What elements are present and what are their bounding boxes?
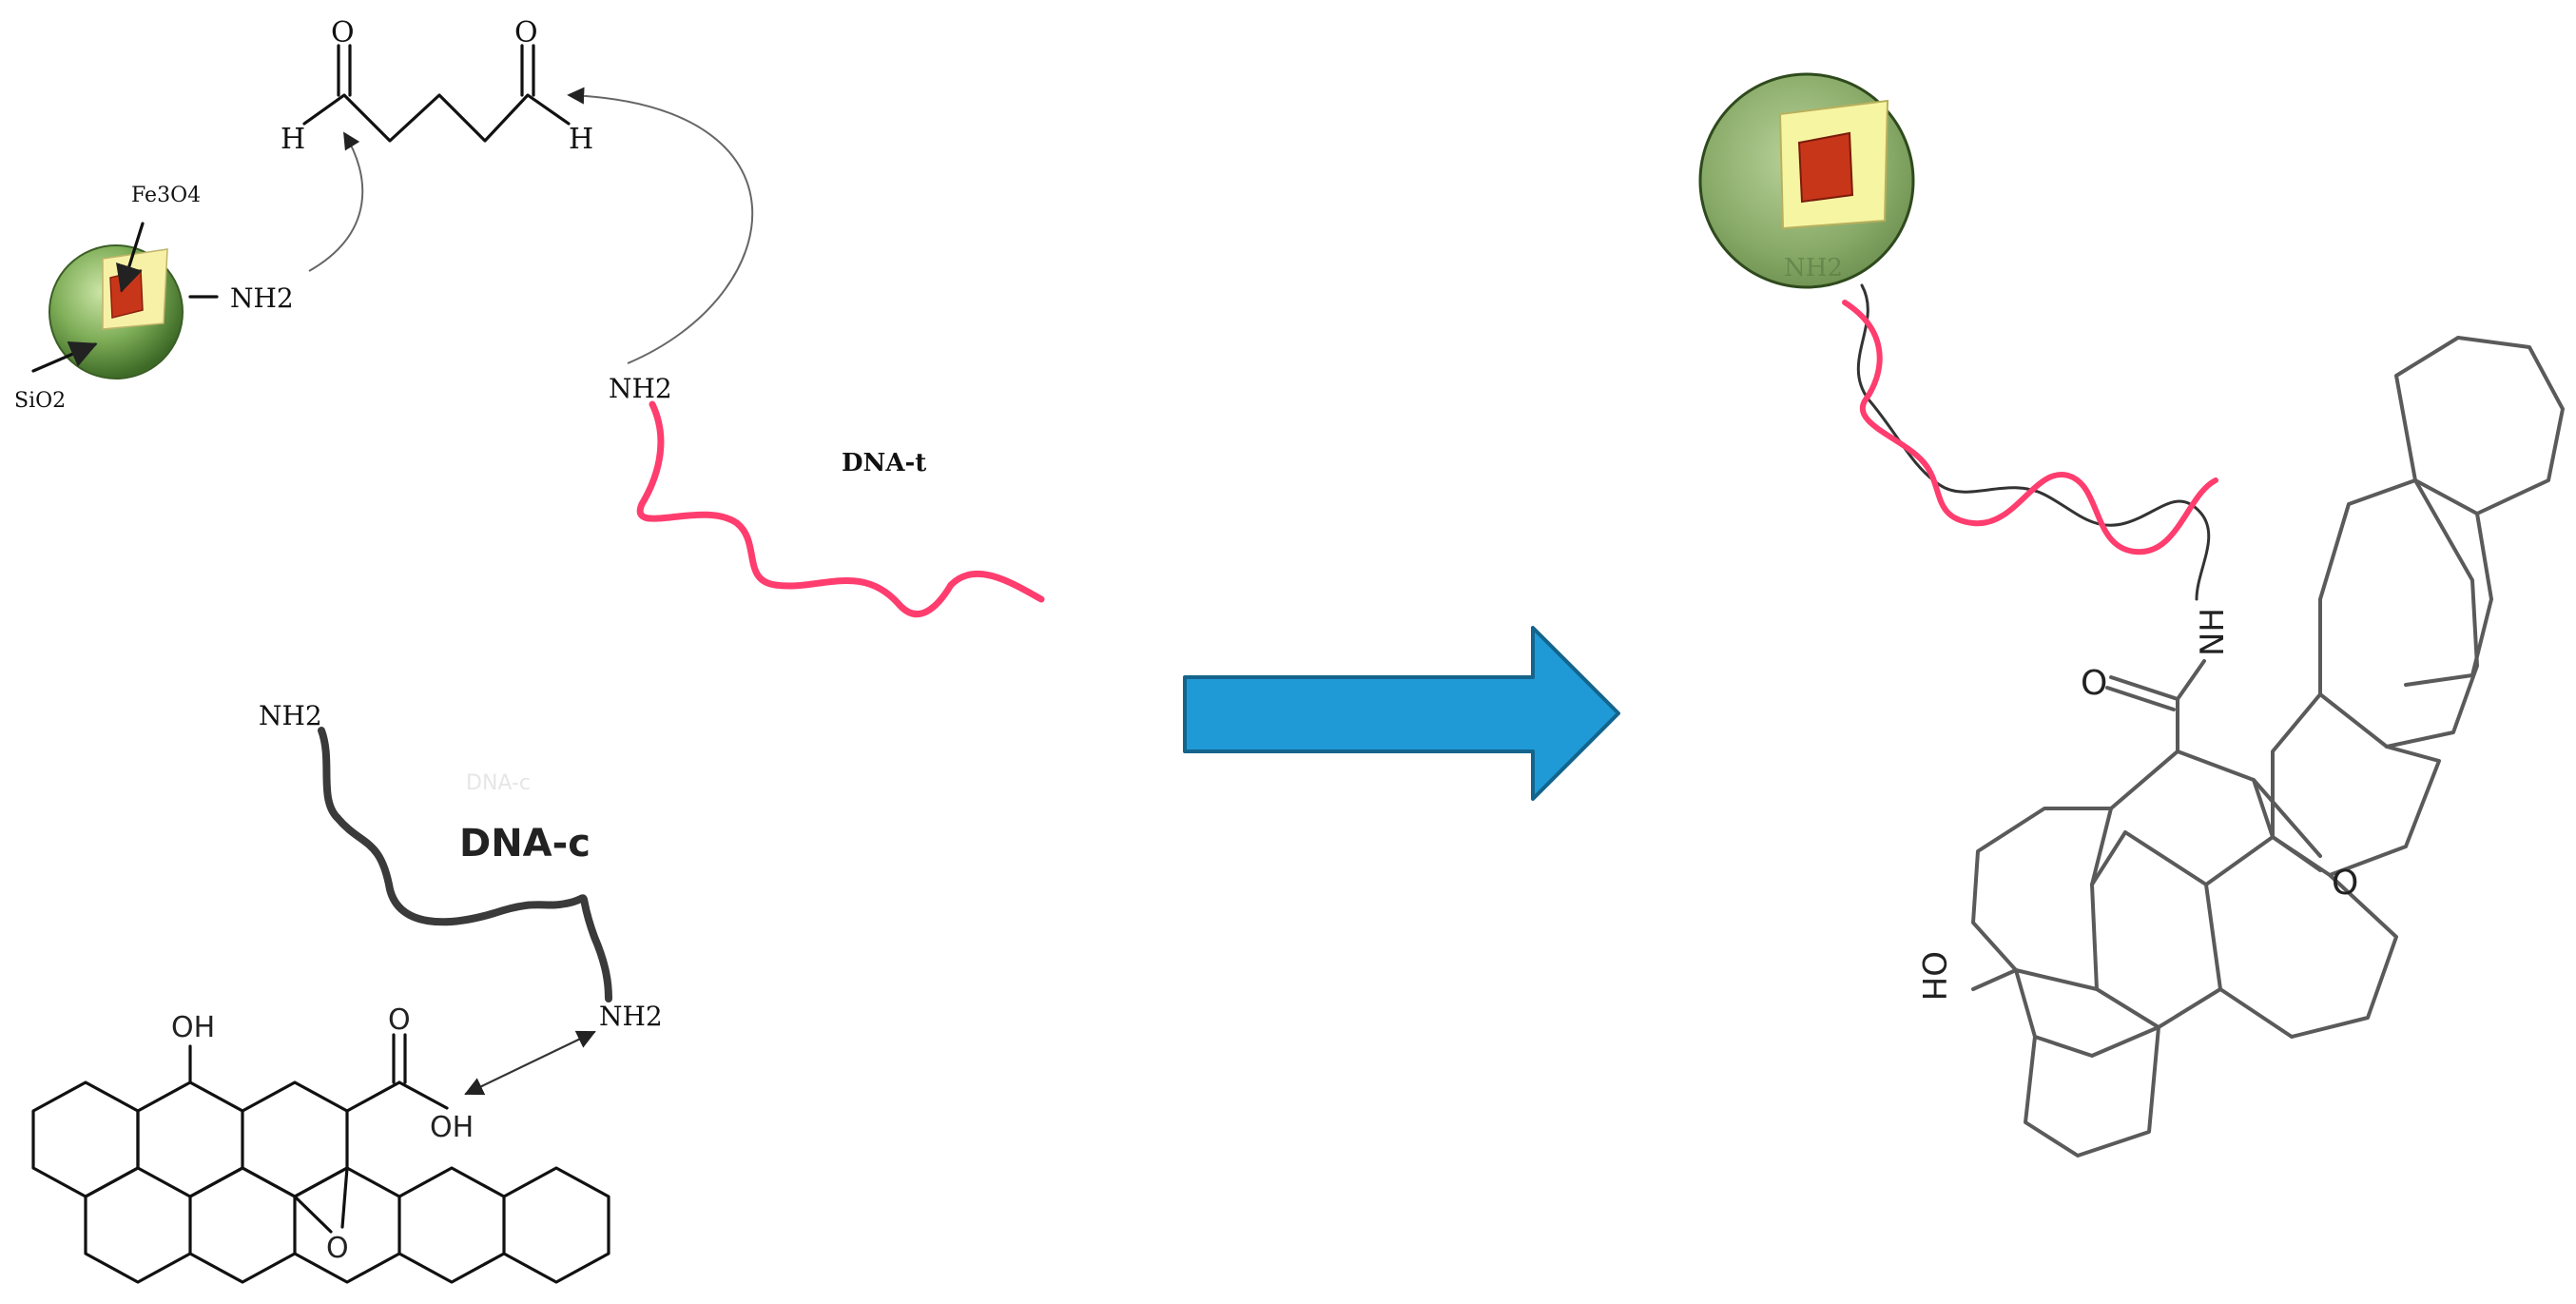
product-oh-label: OH — [1914, 951, 1952, 1001]
prod-ring-5 — [2204, 835, 2398, 1039]
go-left-carboxyl-oh-label: OH — [430, 1111, 474, 1144]
dna-t-label: DNA-t — [842, 449, 926, 477]
go-sheet-left-ring-b — [241, 1080, 349, 1198]
left-aldehyde-o: O — [331, 16, 355, 49]
dna-c-label: DNA-c — [459, 822, 591, 866]
sio2-label: SiO2 — [14, 389, 66, 413]
carboxyl-bond — [345, 1080, 401, 1113]
sio2-pointer — [31, 341, 98, 373]
left-aldehyde-h: H — [281, 123, 305, 156]
coupling-arrow — [464, 1030, 596, 1096]
dna-target-strand — [636, 400, 1045, 618]
carboxyl-oh-bond — [397, 1080, 449, 1110]
go-left-epoxide-o-label: O — [326, 1232, 349, 1265]
right-aldehyde-o: O — [514, 16, 538, 49]
right-aldehyde-h: H — [569, 123, 593, 156]
prod-ring-6 — [2090, 830, 2222, 1029]
product-fe3o4-core — [1797, 131, 1854, 204]
fe3o4-label: Fe3O4 — [131, 184, 201, 207]
go-sheet-left-ring-g — [502, 1166, 610, 1284]
product-carbonyl-o-label: O — [2081, 664, 2107, 703]
dna-capture-strand — [318, 727, 612, 1002]
prod-amide-nh-bond — [2176, 659, 2206, 701]
graphene-oxide-sheet-left — [31, 1033, 610, 1284]
product-target-strand — [1842, 300, 2218, 555]
prod-ring-2 — [2318, 478, 2479, 749]
dna-t-to-aldehyde-arrow — [567, 87, 753, 364]
prod-epoxide-b — [2271, 835, 2322, 872]
product-nh-label: NH — [2194, 608, 2232, 656]
dna-t-nh2-label: NH2 — [609, 373, 672, 404]
go-left-carboxyl-o-label: O — [388, 1003, 411, 1037]
product-capture-strand — [1856, 283, 2211, 601]
go-sheet-left-ring-e — [293, 1166, 401, 1284]
prod-ring-1 — [2394, 336, 2565, 516]
reaction-arrow — [1183, 626, 1620, 801]
product-nanoparticle — [1698, 72, 1915, 289]
epoxide-left-b — [340, 1166, 349, 1229]
prod-oh-bond — [1971, 968, 2018, 991]
product-nh2-label: NH2 — [1784, 254, 1843, 282]
particle-nh2-label: NH2 — [230, 282, 294, 314]
graphene-oxide-sheet-product — [1971, 336, 2565, 1158]
prod-ring-8 — [2024, 1025, 2160, 1158]
go-sheet-left-ring-h — [31, 1080, 140, 1198]
particle-to-aldehyde-arrow — [308, 131, 364, 272]
dna-c-top-nh2-label: NH2 — [259, 700, 322, 731]
glutaraldehyde — [302, 44, 571, 143]
dna-c-ghost-label: DNA-c — [466, 771, 531, 795]
go-sheet-left-ring-d — [188, 1166, 297, 1284]
prod-ring-3 — [2404, 512, 2493, 687]
product-epoxide-o-label: O — [2332, 864, 2358, 903]
prod-ring-10 — [1971, 807, 2113, 972]
prod-epoxide-a — [2252, 778, 2322, 858]
prod-ring-9 — [2090, 749, 2275, 886]
fe3o4-pointer — [116, 222, 145, 293]
epoxide-left-a — [293, 1195, 333, 1234]
go-sheet-left-ring-f — [397, 1166, 506, 1284]
go-sheet-left-ring-c — [84, 1166, 192, 1284]
go-sheet-left-ring-a — [136, 1080, 244, 1198]
magnetic-nanoparticle — [31, 222, 219, 380]
prod-carbonyl-b — [2105, 686, 2176, 711]
prod-carbonyl-a — [2109, 675, 2179, 701]
go-left-oh-label: OH — [171, 1011, 215, 1044]
dna-c-bottom-nh2-label: NH2 — [599, 1001, 663, 1032]
glutaraldehyde-chain — [302, 93, 571, 143]
